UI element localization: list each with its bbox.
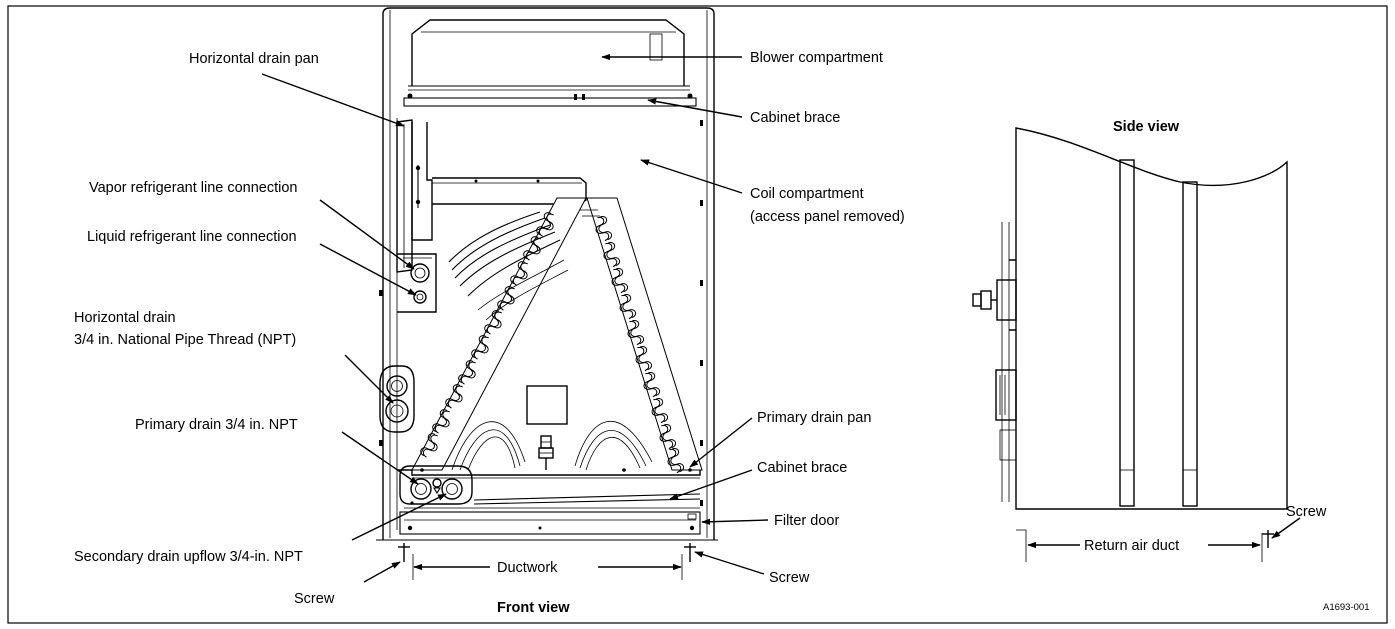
label-horizontal-drain-1: Horizontal drain (74, 310, 176, 326)
label-ductwork: Ductwork (497, 560, 558, 576)
label-blower-compartment: Blower compartment (750, 50, 883, 66)
front-screw-right (684, 543, 696, 562)
side-screw (1262, 530, 1274, 548)
leader-screw-right (694, 551, 765, 575)
leader-vapor-line (319, 199, 415, 270)
center-label-plate (526, 385, 568, 425)
horizontal-drain-pan (396, 119, 413, 273)
horizontal-drain-fitting (379, 365, 415, 433)
primary-secondary-drain-fitting (399, 465, 473, 505)
label-secondary-drain: Secondary drain upflow 3/4-in. NPT (74, 549, 303, 565)
label-horizontal-drain-2: 3/4 in. National Pipe Thread (NPT) (74, 332, 296, 348)
front-view-unit (376, 7, 718, 562)
label-horizontal-drain-pan: Horizontal drain pan (189, 51, 319, 67)
tubing-bundle (448, 209, 600, 321)
leader-cabinet-brace-bottom (669, 469, 753, 500)
leader-secondary-drain (351, 493, 447, 541)
leader-primary-drain-pan (689, 417, 753, 468)
side-cabinet-outline (1015, 127, 1288, 510)
leader-primary-drain (341, 431, 419, 485)
leader-screw-left (363, 561, 401, 583)
liquid-line-port (413, 290, 427, 304)
front-screw-left (398, 543, 410, 562)
leader-screw-side (1271, 517, 1301, 539)
leader-cabinet-brace-top (647, 98, 743, 118)
label-liquid-line: Liquid refrigerant line connection (87, 229, 297, 245)
title-front-view: Front view (497, 600, 570, 616)
label-primary-drain: Primary drain 3/4 in. NPT (135, 417, 298, 433)
label-screw-side: Screw (1286, 504, 1327, 520)
side-view-unit (972, 127, 1288, 548)
bottom-tubing (451, 420, 653, 471)
cabinet-outline (382, 7, 715, 540)
labels: Horizontal drain pan Blower compartment … (74, 50, 1369, 616)
filter-door-shape (399, 511, 701, 535)
label-primary-drain-pan: Primary drain pan (757, 410, 871, 426)
return-air-duct-dimension (1016, 529, 1263, 562)
leader-horizontal-drain-pan (261, 73, 405, 127)
vapor-line-port (410, 263, 430, 283)
label-vapor-line: Vapor refrigerant line connection (89, 180, 298, 196)
bottom-center-fitting (538, 435, 554, 470)
bottom-cabinet-brace (404, 493, 701, 509)
leader-coil-compartment (640, 159, 743, 194)
leader-filter-door (701, 518, 769, 525)
leader-liquid-line (319, 243, 417, 296)
title-side-view: Side view (1113, 119, 1180, 135)
right-column-holes (700, 120, 703, 506)
left-coil-slab (411, 197, 587, 471)
label-coil-compartment-1: Coil compartment (750, 186, 864, 202)
blower-compartment (408, 19, 690, 91)
figure-reference: A1693-001 (1323, 602, 1369, 613)
top-cabinet-brace (403, 93, 697, 107)
figure-frame (7, 5, 1388, 624)
label-filter-door: Filter door (774, 513, 839, 529)
label-cabinet-brace-bottom: Cabinet brace (757, 460, 847, 476)
ductwork-dimension (412, 554, 683, 580)
right-coil-slab (586, 197, 703, 475)
label-coil-compartment-2: (access panel removed) (750, 209, 905, 225)
refrigerant-connection-plate (397, 253, 437, 313)
vertical-bracket (411, 122, 433, 241)
label-screw-left: Screw (294, 591, 335, 607)
label-cabinet-brace-top: Cabinet brace (750, 110, 840, 126)
label-screw-right: Screw (769, 570, 810, 586)
label-return-air-duct: Return air duct (1084, 538, 1179, 554)
leader-horizontal-drain (344, 354, 394, 404)
primary-drain-pan-shape (397, 468, 701, 479)
leader-lines (261, 53, 1301, 583)
